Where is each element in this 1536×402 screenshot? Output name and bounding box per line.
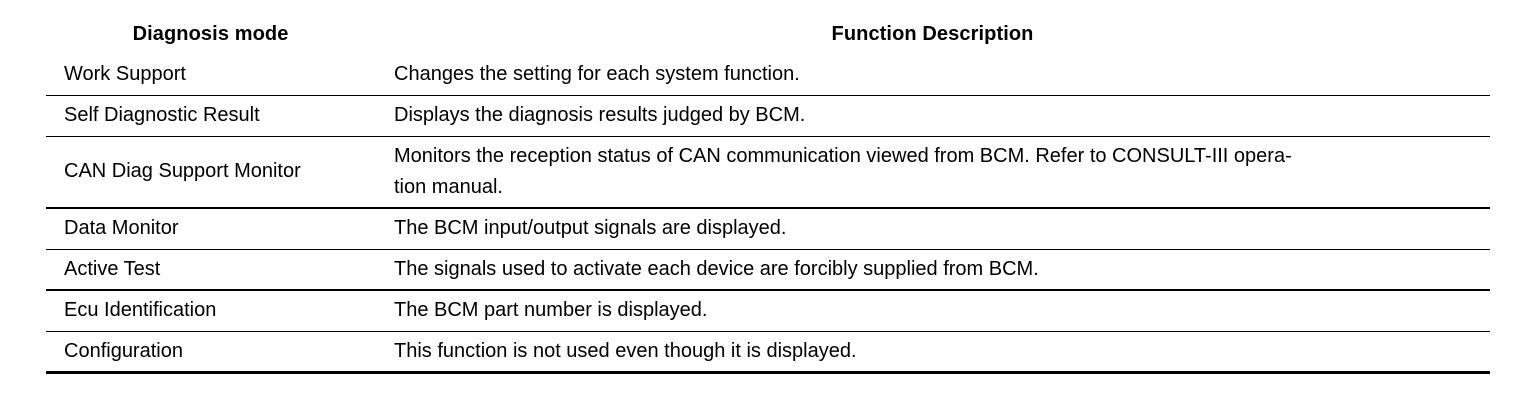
table-header-row: Diagnosis mode Function Description bbox=[46, 14, 1490, 54]
diagnosis-mode-table: Diagnosis mode Function Description Work… bbox=[46, 14, 1490, 374]
cell-function-description: This function is not used even though it… bbox=[375, 331, 1490, 374]
cell-diagnosis-mode: Configuration bbox=[46, 331, 375, 374]
table-row: Self Diagnostic Result Displays the diag… bbox=[46, 95, 1490, 137]
cell-diagnosis-mode: Active Test bbox=[46, 249, 375, 291]
table-row: Work Support Changes the setting for eac… bbox=[46, 54, 1490, 96]
cell-diagnosis-mode: CAN Diag Support Monitor bbox=[46, 136, 375, 209]
cell-diagnosis-mode: Ecu Identification bbox=[46, 290, 375, 332]
cell-function-description: Monitors the reception status of CAN com… bbox=[375, 136, 1490, 209]
description-line: The BCM part number is displayed. bbox=[394, 299, 708, 322]
table-row: Ecu Identification The BCM part number i… bbox=[46, 290, 1490, 332]
description-line: tion manual. bbox=[394, 175, 503, 198]
cell-diagnosis-mode: Data Monitor bbox=[46, 208, 375, 250]
cell-diagnosis-mode: Work Support bbox=[46, 54, 375, 96]
cell-function-description: Changes the setting for each system func… bbox=[375, 54, 1490, 96]
cell-function-description: The BCM input/output signals are display… bbox=[375, 208, 1490, 250]
description-line: The BCM input/output signals are display… bbox=[394, 217, 787, 240]
cell-function-description: The BCM part number is displayed. bbox=[375, 290, 1490, 332]
cell-function-description: Displays the diagnosis results judged by… bbox=[375, 95, 1490, 137]
description-line: The signals used to activate each device… bbox=[394, 257, 1039, 280]
column-header-function-description: Function Description bbox=[375, 14, 1490, 54]
cell-diagnosis-mode: Self Diagnostic Result bbox=[46, 95, 375, 137]
description-line: This function is not used even though it… bbox=[394, 339, 857, 362]
table-row: Data Monitor The BCM input/output signal… bbox=[46, 208, 1490, 250]
description-line: Displays the diagnosis results judged by… bbox=[394, 104, 806, 126]
column-header-diagnosis-mode: Diagnosis mode bbox=[46, 14, 375, 54]
cell-function-description: The signals used to activate each device… bbox=[375, 249, 1490, 291]
description-line: Changes the setting for each system func… bbox=[394, 62, 800, 85]
table-row: CAN Diag Support Monitor Monitors the re… bbox=[46, 136, 1490, 209]
table-row: Configuration This function is not used … bbox=[46, 331, 1490, 374]
description-line: Monitors the reception status of CAN com… bbox=[394, 144, 1292, 167]
table-row: Active Test The signals used to activate… bbox=[46, 249, 1490, 291]
